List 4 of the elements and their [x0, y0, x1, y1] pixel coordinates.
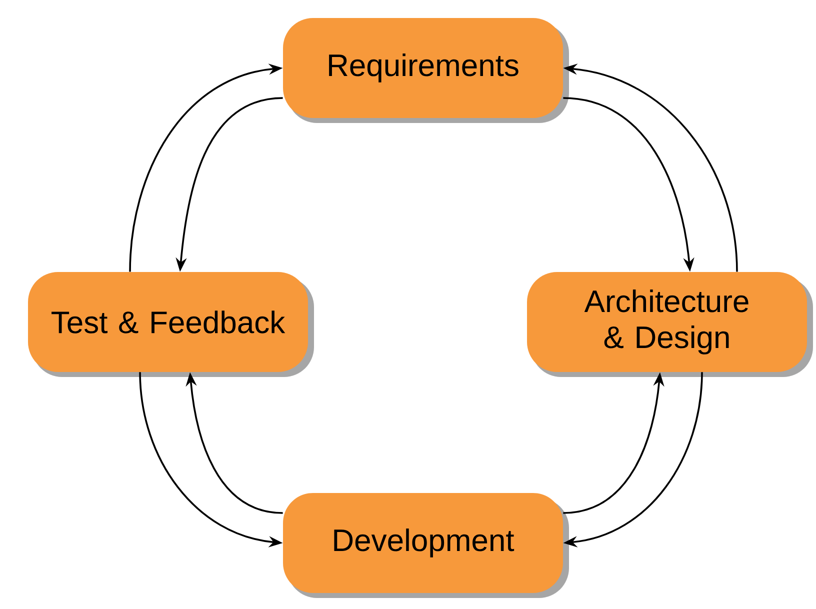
process-box: Requirements: [283, 18, 569, 123]
process-box: Development: [283, 492, 569, 598]
process-box: Architecture & Design: [527, 272, 813, 377]
process-box: Test & Feedback: [28, 272, 314, 377]
